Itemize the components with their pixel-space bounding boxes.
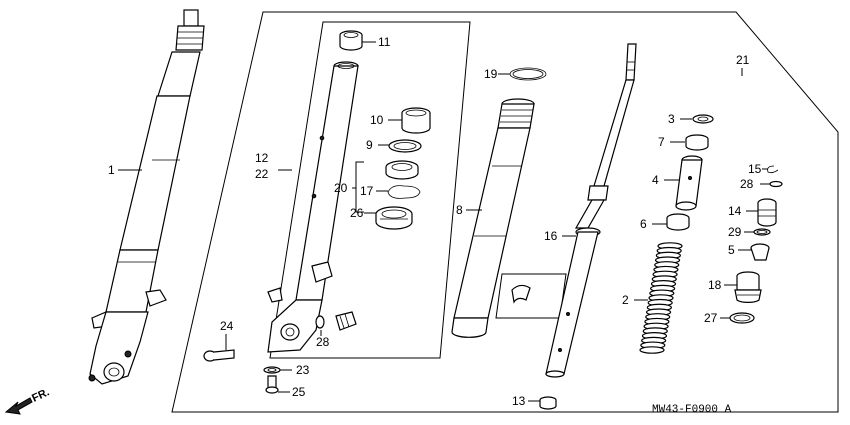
callout-25: 25 xyxy=(292,385,306,399)
socket-bolt xyxy=(203,349,235,362)
callout-24: 24 xyxy=(220,319,234,333)
damper-rod xyxy=(545,43,637,378)
fork-slider xyxy=(451,98,535,338)
back-up-ring xyxy=(388,139,422,153)
callout-2: 2 xyxy=(622,293,629,307)
washer-3 xyxy=(692,114,714,124)
callout-14: 14 xyxy=(728,204,742,218)
collar-7 xyxy=(685,134,709,151)
callout-20: 20 xyxy=(334,181,348,195)
callout-6: 6 xyxy=(640,217,647,231)
inner-tube-subassembly-box xyxy=(269,21,471,359)
snap-ring xyxy=(509,67,547,81)
dust-seal xyxy=(375,206,413,230)
callout-22: 22 xyxy=(255,167,269,181)
callout-5: 5 xyxy=(728,243,735,257)
callout-7: 7 xyxy=(658,135,665,149)
callout-9: 9 xyxy=(366,138,373,152)
callout-19: 19 xyxy=(484,67,498,81)
o-ring-29 xyxy=(753,228,771,236)
o-ring-27 xyxy=(729,312,755,324)
callout-15: 15 xyxy=(748,162,762,176)
lock-nut-5 xyxy=(750,243,770,261)
outer-tube xyxy=(267,61,359,353)
dust-seal-top xyxy=(339,30,363,51)
callout-3: 3 xyxy=(668,112,675,126)
callout-13: 13 xyxy=(512,394,526,408)
callout-18: 18 xyxy=(708,278,722,292)
bolt-25 xyxy=(265,375,279,394)
callout-11: 11 xyxy=(378,35,391,49)
callout-1: 1 xyxy=(108,163,115,177)
callout-10: 10 xyxy=(370,113,384,127)
spring-coil xyxy=(639,346,665,354)
clip-15 xyxy=(767,165,779,174)
sealing-washer xyxy=(263,366,281,374)
callout-26: 26 xyxy=(350,206,364,220)
o-ring-28 xyxy=(769,180,783,188)
spacer-tube xyxy=(675,155,703,211)
fork-cap-bolt xyxy=(734,271,762,304)
fork-spring xyxy=(639,242,683,354)
adjuster-14 xyxy=(757,198,777,227)
callout-4: 4 xyxy=(652,173,659,187)
slide-bushing xyxy=(401,107,431,134)
callout-12: 12 xyxy=(255,151,269,165)
callout-16: 16 xyxy=(544,229,558,243)
callout-28-upper: 28 xyxy=(740,177,754,191)
callout-28-lower: 28 xyxy=(316,335,330,349)
spring-seat-6 xyxy=(666,213,690,231)
fork-leg-complete xyxy=(88,9,205,385)
assembly-boundary xyxy=(171,11,839,413)
detail-inset xyxy=(495,273,567,319)
diagram-code: MW43-F0900 A xyxy=(652,404,732,416)
callout-21: 21 xyxy=(736,53,750,67)
callout-27: 27 xyxy=(704,311,718,325)
oil-seal xyxy=(385,160,419,180)
air-valve xyxy=(315,311,357,331)
direction-label: FR. xyxy=(30,386,51,404)
stopper-ring xyxy=(387,185,421,199)
callout-8: 8 xyxy=(456,203,463,217)
piston-ring xyxy=(539,396,557,410)
bracket-20 xyxy=(355,161,364,213)
callout-29: 29 xyxy=(728,225,742,239)
callout-17: 17 xyxy=(360,184,374,198)
front-direction-arrow-icon xyxy=(4,397,33,415)
callout-23: 23 xyxy=(296,363,310,377)
